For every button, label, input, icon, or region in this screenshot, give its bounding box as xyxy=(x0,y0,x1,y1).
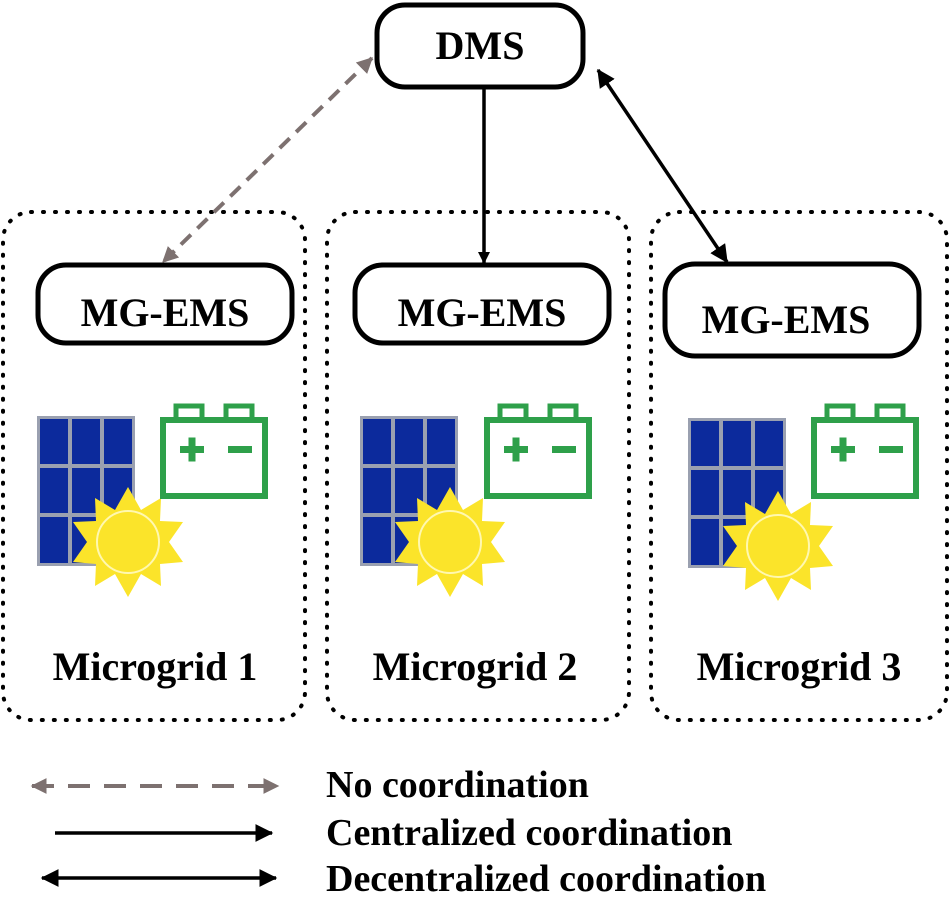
legend: No coordination Centralized coordination… xyxy=(30,764,766,899)
mg-ems-label-1: MG-EMS xyxy=(81,290,250,335)
sun-icon xyxy=(395,487,505,597)
dms-node: DMS xyxy=(374,2,586,90)
legend-decentralized-label: Decentralized coordination xyxy=(326,858,766,894)
mg-ems-node-3: MG-EMS xyxy=(662,261,922,359)
mg-ems-node-2: MG-EMS xyxy=(352,262,612,346)
battery-icon xyxy=(811,403,919,499)
decentralized-connector xyxy=(596,68,729,264)
sun-icon xyxy=(73,487,183,597)
mg-ems-label-3: MG-EMS xyxy=(702,297,871,342)
microgrid-3-boundary xyxy=(649,210,949,722)
no-coordination-connector xyxy=(161,56,374,264)
microgrid-3-name: Microgrid 3 xyxy=(697,644,902,689)
legend-centralized-label: Centralized coordination xyxy=(326,812,732,854)
sun-icon xyxy=(723,491,833,601)
microgrid-2-name: Microgrid 2 xyxy=(373,644,578,689)
dms-label: DMS xyxy=(436,23,525,68)
battery-icon xyxy=(484,403,592,499)
microgrid-2-boundary xyxy=(325,210,631,722)
mg-ems-label-2: MG-EMS xyxy=(398,290,567,335)
microgrid-1-boundary xyxy=(1,210,307,722)
legend-no-coordination-label: No coordination xyxy=(326,764,589,806)
mg-ems-node-1: MG-EMS xyxy=(35,262,295,346)
microgrid-1-name: Microgrid 1 xyxy=(53,644,258,689)
battery-icon xyxy=(160,403,268,499)
